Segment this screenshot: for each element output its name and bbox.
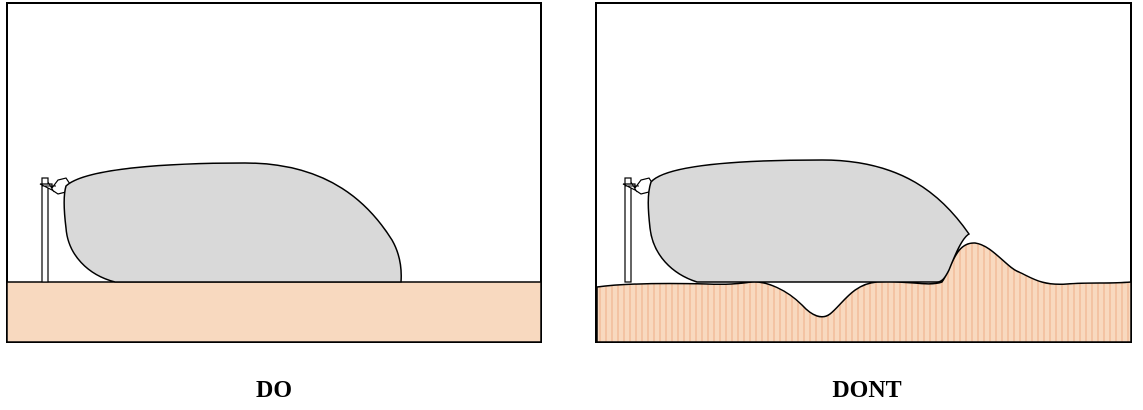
dont-panel	[587, 0, 1143, 350]
do-panel	[0, 0, 548, 350]
dont-caption: DONT	[767, 378, 967, 402]
do-fill-post	[42, 178, 48, 282]
dont-fill-post	[625, 178, 631, 282]
do-ground	[7, 282, 541, 342]
dont-illustration	[587, 0, 1143, 350]
do-illustration	[0, 0, 548, 350]
do-caption: DO	[174, 378, 374, 402]
